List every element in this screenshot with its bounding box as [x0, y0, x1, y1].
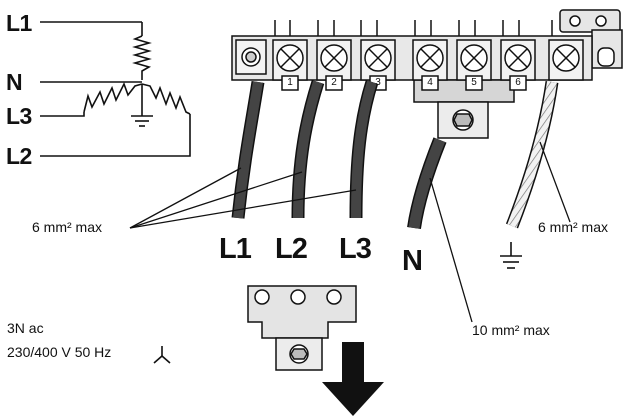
terminal-label-l1: L1 — [219, 233, 252, 265]
earth-icon — [500, 242, 522, 269]
coil-left — [83, 81, 143, 113]
terminal-number-5: 5 — [471, 77, 477, 88]
star-schematic — [40, 21, 191, 157]
terminal-5 — [456, 39, 492, 81]
cable-size-earth: 6 mm² max — [538, 219, 608, 235]
leader-lines — [129, 141, 571, 323]
wire-l2 — [40, 114, 191, 157]
terminal-number-1: 1 — [287, 77, 293, 88]
terminal-number-6: 6 — [515, 77, 521, 88]
cables — [231, 80, 559, 230]
cable-size-neutral: 10 mm² max — [472, 322, 550, 338]
terminal-1 — [272, 39, 308, 81]
ground-icon — [131, 115, 153, 127]
terminal-number-2: 2 — [331, 77, 337, 88]
terminal-number-3: 3 — [375, 77, 381, 88]
schematic-label-l3: L3 — [6, 103, 32, 129]
down-arrow-icon — [322, 342, 384, 416]
supply-type: 3N ac — [7, 320, 44, 336]
terminal-pins — [274, 20, 553, 36]
terminal-label-l3: L3 — [339, 233, 372, 265]
wire-l3 — [40, 112, 85, 117]
cable-size-left: 6 mm² max — [32, 219, 102, 235]
earth-clip — [559, 9, 623, 69]
schematic-label-l2: L2 — [6, 143, 32, 169]
star-connection-icon — [153, 346, 171, 364]
schematic-label-l1: L1 — [6, 10, 32, 36]
terminal-4 — [412, 39, 448, 81]
terminal-2 — [316, 39, 352, 81]
terminal-number-4: 4 — [427, 77, 433, 88]
schematic-label-n: N — [6, 69, 23, 95]
coil-top — [132, 35, 152, 80]
supply-voltage: 230/400 V 50 Hz — [7, 344, 112, 360]
terminal-label-l2: L2 — [275, 233, 308, 265]
neutral-bridge — [413, 79, 515, 139]
terminal-screws — [272, 39, 584, 81]
bridge-link — [247, 285, 357, 371]
coil-right — [141, 83, 191, 115]
terminal-earth — [548, 39, 584, 81]
terminal-6 — [500, 39, 536, 81]
terminal-block — [231, 9, 623, 139]
terminal-label-n: N — [402, 245, 423, 277]
terminal-3 — [360, 39, 396, 81]
